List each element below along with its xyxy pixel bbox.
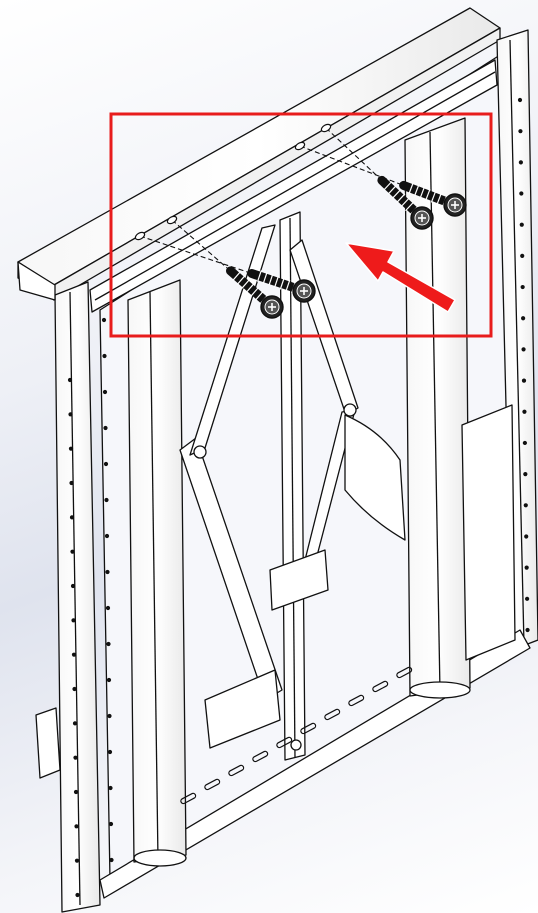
mounting-hole xyxy=(72,686,77,692)
mounting-hole xyxy=(521,378,527,383)
right-tube xyxy=(404,117,471,697)
mounting-hole xyxy=(105,605,111,611)
mounting-hole xyxy=(103,425,108,431)
mounting-hole xyxy=(518,129,523,134)
inner-top-bar xyxy=(89,59,498,313)
right-bracket xyxy=(461,404,516,661)
bottom-slot xyxy=(204,778,221,791)
screw-group xyxy=(134,123,467,319)
mounting-hole xyxy=(519,191,524,196)
mounting-hole xyxy=(519,222,524,227)
screw-icon xyxy=(134,231,316,303)
mounting-hole xyxy=(73,755,78,760)
mounting-hole xyxy=(68,412,73,417)
mounting-hole xyxy=(106,641,111,647)
mounting-hole xyxy=(525,596,530,601)
arrow-icon xyxy=(345,242,456,313)
mounting-hole xyxy=(520,284,525,290)
screw-icon xyxy=(320,123,434,230)
mounting-hole xyxy=(72,721,78,726)
mounting-hole xyxy=(520,253,525,258)
mounting-hole xyxy=(101,317,107,323)
scissor-arm-left xyxy=(179,437,283,701)
mounting-hole xyxy=(522,440,527,446)
mounting-hole xyxy=(524,534,529,539)
mounting-hole xyxy=(68,446,74,451)
mounting-hole xyxy=(104,533,110,539)
mounting-holes xyxy=(67,97,530,898)
mounting-hole xyxy=(107,713,112,719)
mounting-hole xyxy=(525,627,530,633)
mounting-hole xyxy=(106,677,112,683)
screw-icon xyxy=(294,141,467,217)
mounting-hole xyxy=(524,565,529,570)
mounting-hole xyxy=(109,857,114,863)
mounting-hole xyxy=(523,503,528,508)
left-tube xyxy=(127,279,187,863)
mounting-hole xyxy=(70,583,76,589)
mounting-hole xyxy=(74,858,80,863)
mounting-hole xyxy=(71,652,77,657)
mounting-hole xyxy=(103,461,109,467)
mounting-hole xyxy=(70,549,75,554)
mounting-hole xyxy=(517,97,523,103)
screw-icon xyxy=(166,215,284,319)
mounting-hole xyxy=(523,472,528,477)
mounting-hole xyxy=(69,480,74,486)
mounting-hole xyxy=(102,389,108,395)
curved-plate xyxy=(344,414,406,541)
mounting-hole xyxy=(108,785,113,791)
bottom-slot xyxy=(324,708,341,721)
bottom-slot xyxy=(180,792,197,805)
bottom-slot xyxy=(228,764,245,777)
mounting-hole xyxy=(107,749,113,755)
mounting-hole xyxy=(67,377,73,383)
mounting-hole xyxy=(518,160,523,165)
bottom-slot xyxy=(300,722,317,735)
bottom-slot xyxy=(276,736,293,749)
left-post xyxy=(54,281,101,913)
mounting-hole xyxy=(521,347,526,352)
bottom-slot xyxy=(372,680,389,693)
mounting-hole xyxy=(102,353,107,359)
mounting-hole xyxy=(74,824,79,829)
highlight-box xyxy=(109,112,493,338)
mounting-hole xyxy=(522,409,527,414)
mounting-hole xyxy=(105,569,110,575)
mounting-hole xyxy=(108,821,114,827)
mounting-hole xyxy=(521,316,526,321)
lower-center-bracket xyxy=(204,669,281,749)
mounting-hole xyxy=(75,892,80,898)
bottom-slot xyxy=(252,750,269,763)
mounting-hole xyxy=(71,618,76,623)
bottom-slots xyxy=(180,666,413,805)
clamp-block xyxy=(269,549,329,611)
mounting-hole xyxy=(104,497,109,503)
bottom-slot xyxy=(348,694,365,707)
mounting-hole xyxy=(73,789,79,795)
mounting-hole xyxy=(69,515,75,520)
bottom-slot xyxy=(396,666,413,679)
left-bracket xyxy=(35,707,61,779)
